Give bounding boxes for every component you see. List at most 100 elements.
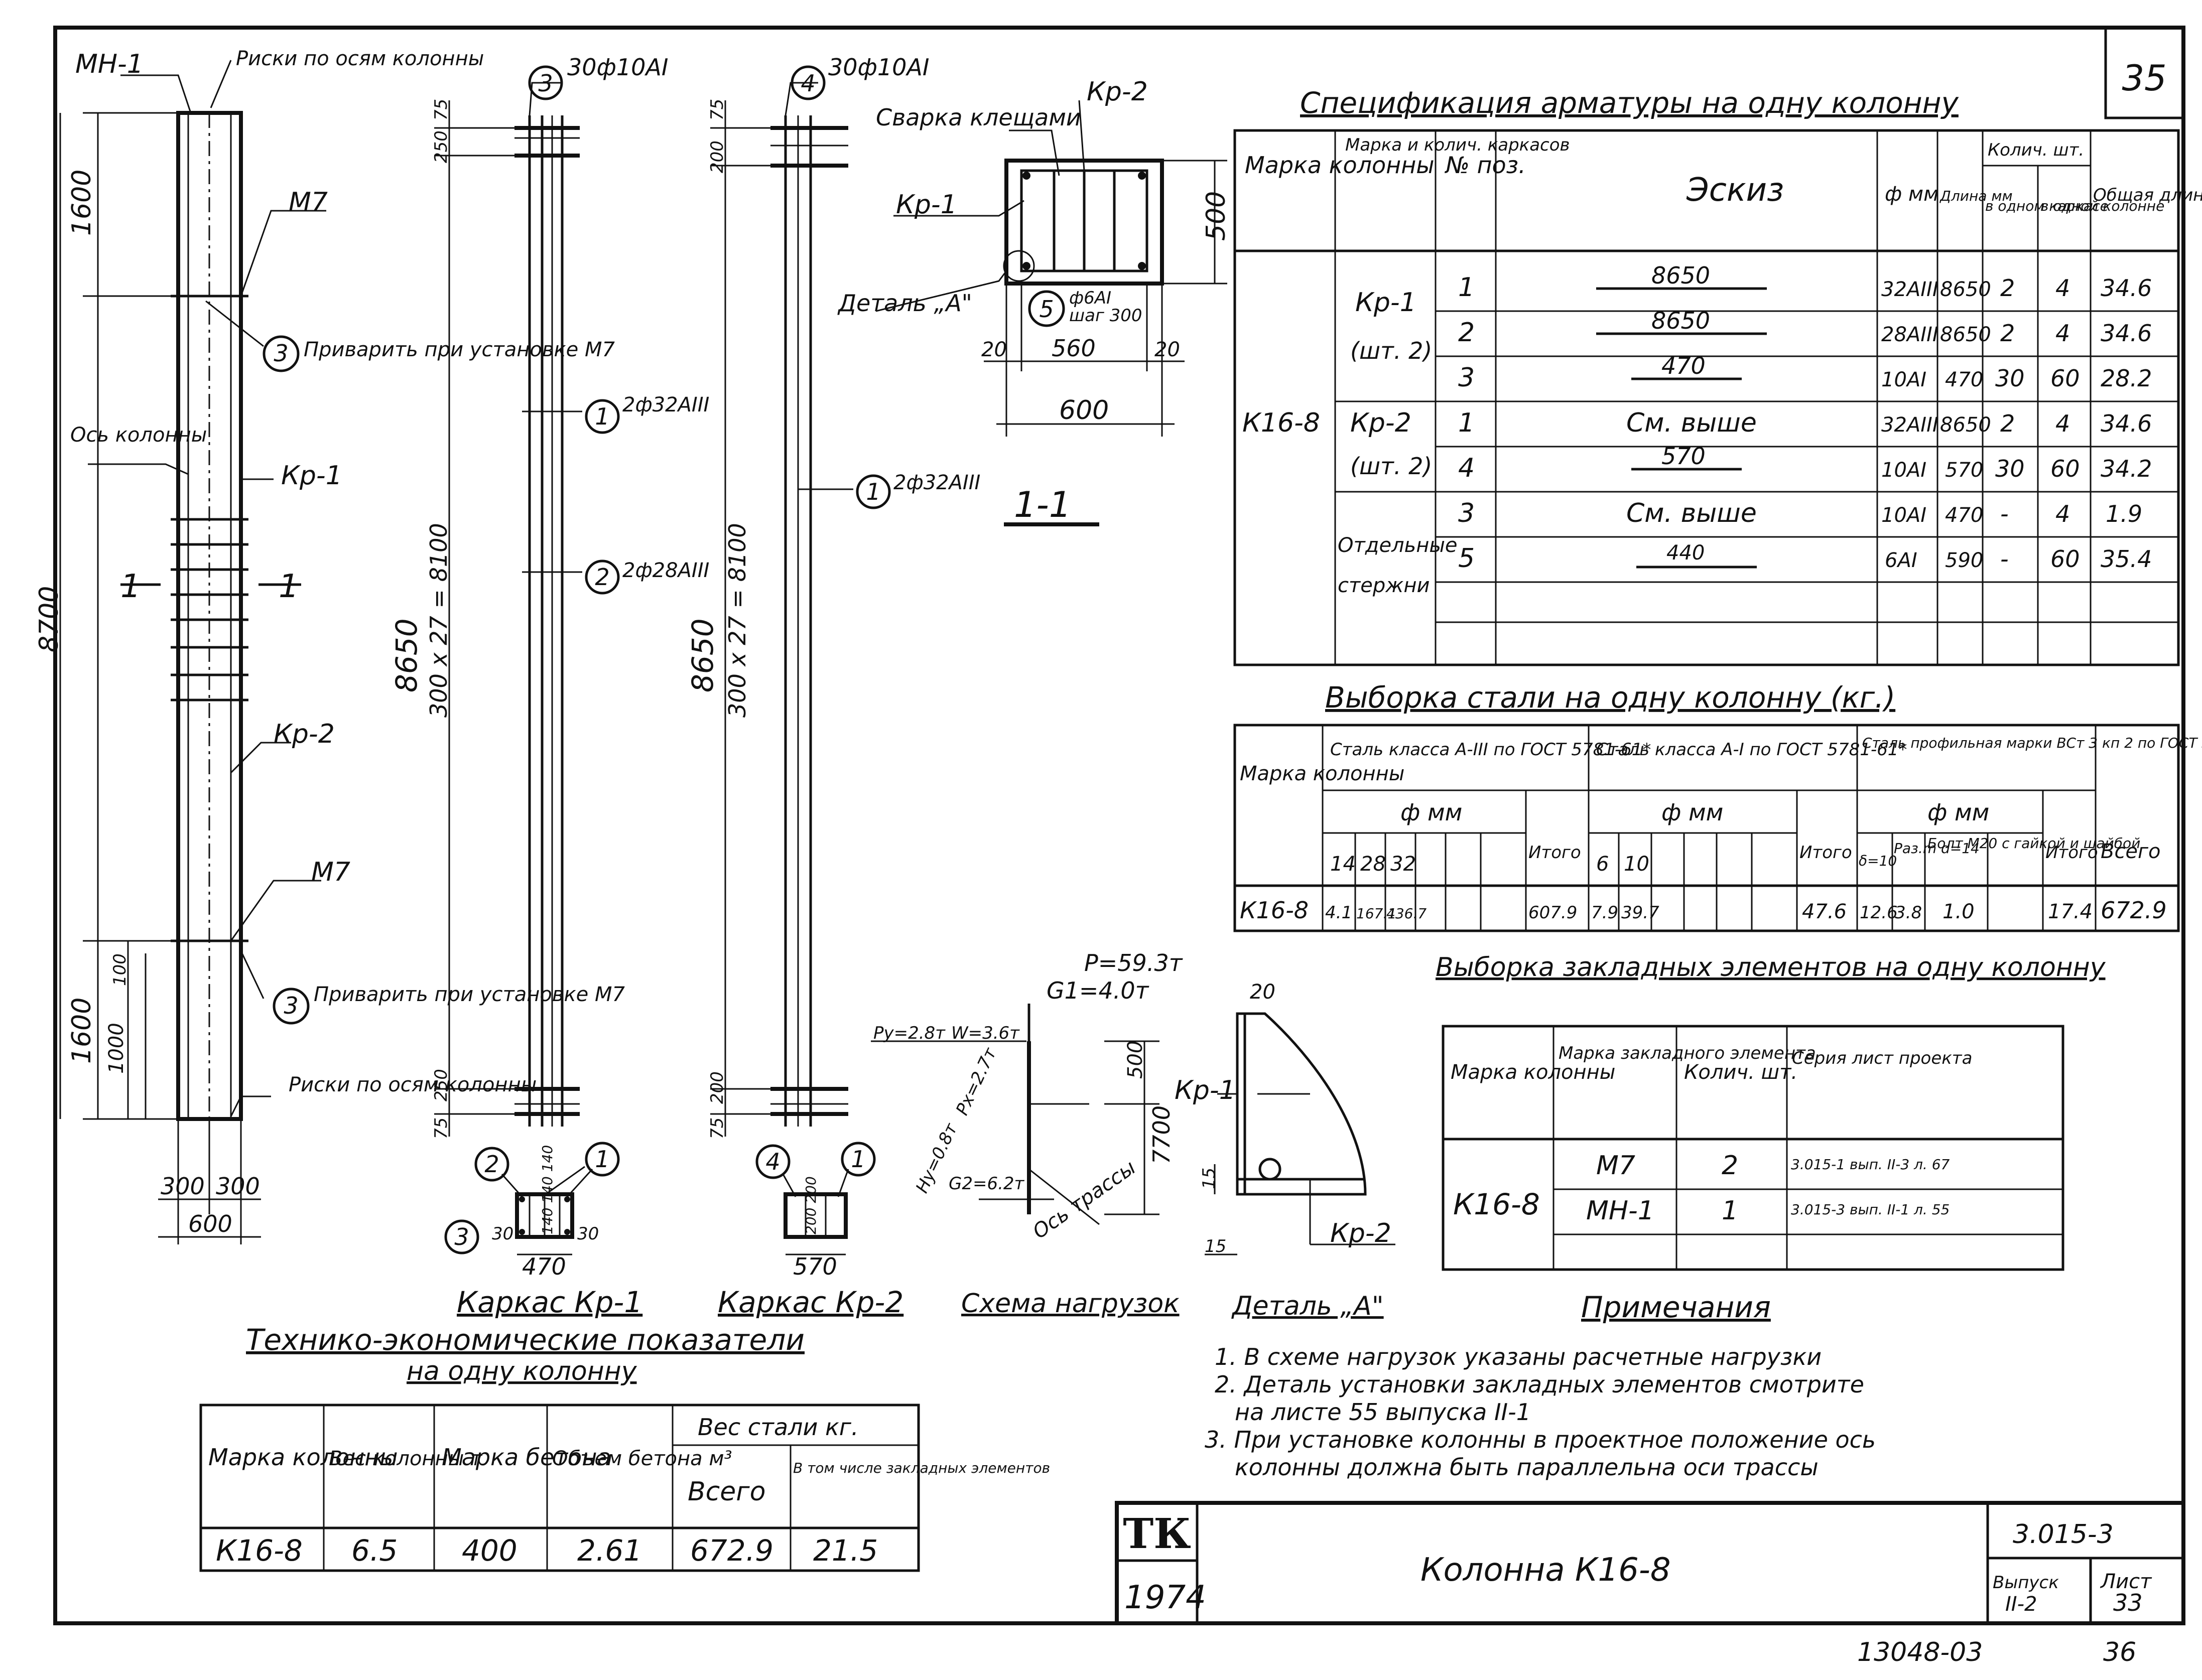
dim-300-left: 300 — [161, 1173, 205, 1200]
spec-cell-n1: 30 — [1995, 365, 2025, 392]
detail-dim-20: 20 — [1250, 981, 1275, 1004]
spec-cell-sketch: См. выше — [1626, 408, 1757, 438]
steel-h-itogo-prof: Итого — [2045, 843, 2098, 863]
kr1-section-bubble-3: 3 — [454, 1223, 469, 1250]
steel-cell-d28: 167.1 — [1356, 905, 1396, 922]
spec-row: (шт. 2) 4 570 10АI 570 30 60 34.2 — [1350, 443, 2152, 483]
tech-h-mark: Марка колонны — [208, 1444, 398, 1471]
sec-dim-560: 560 — [1052, 335, 1096, 362]
steel-h-total: Всего — [2101, 840, 2161, 863]
tech-cell-concrete: 400 — [462, 1533, 517, 1568]
sheet-frame — [53, 26, 2185, 1625]
note-2: 2. Деталь установки закладных элементов … — [1215, 1371, 1864, 1398]
kr2-section-bubble-1: 1 — [851, 1146, 865, 1173]
spec-h-group: Колич. шт. — [1988, 140, 2084, 160]
spec-cell-n1: - — [2000, 545, 2009, 573]
sec-step: шаг 300 — [1069, 306, 1142, 326]
label-m7-top: М7 — [289, 187, 328, 217]
steel-cell-a3-total: 607.9 — [1528, 903, 1577, 923]
kr2-bubble-4: 4 — [801, 70, 815, 97]
detail-kr1: Кр-1 — [1175, 1075, 1236, 1105]
spec-cell-total: 34.6 — [2101, 410, 2152, 437]
spec-cell-d: 6АI — [1885, 549, 1917, 572]
kr2-dim-200-bottom: 200 — [707, 1071, 727, 1104]
kr2-section-bubble-4: 4 — [765, 1148, 780, 1175]
title-name: Колонна К16-8 — [1420, 1552, 1671, 1589]
spec-cell-pos: 2 — [1458, 318, 1475, 348]
dim-300-right: 300 — [216, 1173, 260, 1200]
bubble-3-top: 3 — [274, 340, 288, 367]
sec-bubble-5: 5 — [1039, 296, 1054, 323]
steel-h-d10: 10 — [1624, 853, 1649, 876]
label-risks-top: Риски по осям колонны — [236, 47, 484, 70]
spec-cell-d: 32АIII — [1881, 278, 1938, 301]
spec-cell-total: 34.6 — [2101, 320, 2152, 347]
steel-h-plate: δ=10 — [1859, 853, 1897, 869]
spec-cell-n2: 4 — [2055, 274, 2070, 302]
steel-cell-prof-total: 17.4 — [2048, 900, 2093, 923]
kr1-dim-140: 140 140 140 — [539, 1145, 556, 1234]
spec-h-n1: в одном каркасе — [1985, 198, 2109, 214]
dim-1600-top: 1600 — [67, 170, 97, 236]
kr1-dim-8100: 300 x 27 = 8100 — [425, 523, 452, 718]
title-issue: II-2 — [2005, 1593, 2037, 1616]
kr2-dim-200-top: 200 — [707, 141, 727, 173]
steel-cell-rod: 3.8 — [1895, 903, 1922, 923]
detail-kr2: Кр-2 — [1330, 1218, 1391, 1248]
tech-title-2: на одну колонну — [407, 1356, 637, 1386]
dim-1000: 1000 — [105, 1023, 128, 1074]
title-block — [1115, 1501, 2185, 1625]
title-year: 1974 — [1124, 1579, 1206, 1616]
note-1: 1. В схеме нагрузок указаны расчетные на… — [1215, 1343, 1822, 1370]
spec-cell-group: (шт. 2) — [1350, 453, 1432, 480]
steel-h-mark: Марка колонны — [1240, 762, 1404, 785]
steel-cell-all: 672.9 — [2101, 897, 2167, 924]
sec-label-weld: Сварка клещами — [876, 104, 1081, 131]
spec-cell-sketch: 8650 — [1651, 262, 1710, 289]
steel-h-dmm-a1: ф мм — [1661, 799, 1723, 826]
spec-cell-d: 10АI — [1881, 368, 1926, 391]
tech-cell-embedded: 21.5 — [813, 1533, 878, 1568]
sec-label-detail: Деталь „А" — [837, 290, 972, 317]
dim-100: 100 — [110, 953, 130, 986]
kr2-title: Каркас Кр-2 — [718, 1285, 903, 1319]
sec-dim-20-left: 20 — [981, 338, 1007, 361]
section-mark-right: 1 — [279, 568, 299, 605]
load-p: P=59.3т — [1084, 949, 1183, 976]
kr1-dim-30-right: 30 — [577, 1224, 599, 1244]
steel-h-dmm-prof: ф мм — [1927, 799, 1989, 826]
spec-cell-total: 35.4 — [2101, 545, 2152, 573]
spec-row: Кр-1 1 8650 32АIII 8650 2 4 34.6 — [1355, 262, 2152, 318]
bubble-3-bottom: 3 — [284, 992, 298, 1019]
tech-data-row: К16-8 6.5 400 2.61 672.9 21.5 — [216, 1533, 878, 1568]
kr1-bubble-2: 2 — [595, 564, 609, 591]
column-elevation — [59, 60, 326, 1244]
spec-cell-pos: 1 — [1458, 408, 1475, 438]
steel-title: Выборка стали на одну колонну (кг.) — [1325, 680, 1895, 715]
detail-title: Деталь „А" — [1231, 1291, 1384, 1321]
embedded-cell-series: 3.015-3 вып. II-1 л. 55 — [1791, 1201, 1950, 1218]
load-dim-7700: 7700 — [1148, 1105, 1175, 1164]
note-3b: колонны должна быть параллельна оси трас… — [1235, 1454, 1819, 1481]
spec-h-pos: № поз. — [1444, 152, 1526, 179]
kr1-callout-3: 30ф10АI — [567, 54, 668, 81]
tech-h-steel: Вес стали кг. — [698, 1414, 859, 1441]
spec-cell-group: Кр-1 — [1355, 288, 1416, 318]
kr1-callout-1: 2ф32АIII — [622, 393, 709, 416]
spec-cell-d: 28АIII — [1881, 323, 1938, 346]
steel-data-row: К16-8 4.1 167.1 436.7 607.9 7.9 39.7 47.… — [1240, 897, 2167, 924]
section-1-1 — [875, 100, 1227, 526]
kr1-dim-250-bottom: 250 — [431, 1069, 451, 1101]
spec-cell-len: 470 — [1945, 368, 1983, 391]
spec-h-sketch: Эскиз — [1686, 172, 1784, 209]
spec-cell-n2: 4 — [2055, 410, 2070, 437]
spec-h-total: Общая длина м — [2093, 185, 2202, 205]
spec-cell-n1: - — [2000, 500, 2009, 527]
steel-h-itogo-a3: Итого — [1528, 843, 1581, 863]
spec-cell-total: 1.9 — [2106, 500, 2142, 527]
sec-dim-600: 600 — [1059, 395, 1109, 426]
note-3: 3. При установке колонны в проектное пол… — [1205, 1426, 1876, 1453]
frame-kr1-elevation — [434, 65, 620, 1255]
detail-dim-15b: 15 — [1205, 1236, 1226, 1256]
